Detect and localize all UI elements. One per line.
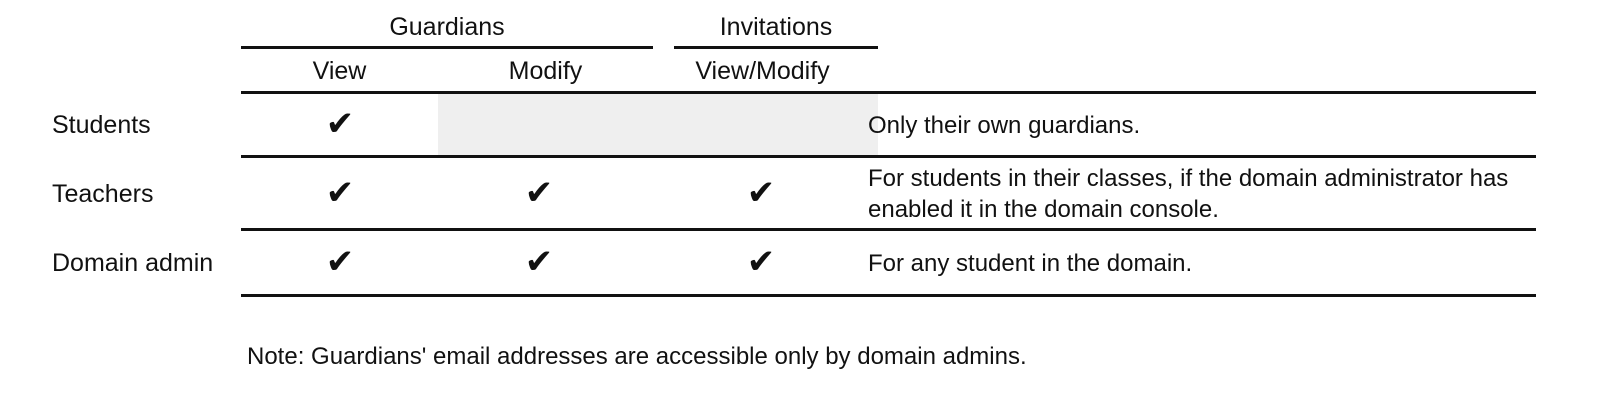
table-rule-2	[241, 228, 1536, 231]
shaded-not-applicable-cell	[438, 94, 878, 155]
column-header-view-modify: View/Modify	[695, 57, 830, 85]
group-header-invitations: Invitations	[719, 13, 833, 41]
table-rule-bottom	[241, 294, 1536, 297]
footnote: Note: Guardians' email addresses are acc…	[247, 343, 1027, 370]
check-domain-admin-view-modify: ✔	[746, 242, 776, 282]
row-label-teachers: Teachers	[52, 180, 154, 208]
table-rule-1	[241, 155, 1536, 158]
group-header-guardians: Guardians	[389, 13, 505, 41]
row-label-domain-admin: Domain admin	[52, 249, 214, 277]
table-rule-top	[241, 91, 1536, 94]
group-header-invitations-rule	[674, 46, 878, 49]
check-domain-admin-view: ✔	[325, 242, 355, 282]
note-students: Only their own guardians.	[868, 112, 1141, 139]
column-header-view: View	[312, 57, 367, 85]
check-teachers-view-modify: ✔	[746, 173, 776, 213]
note-domain-admin: For any student in the domain.	[868, 250, 1193, 277]
note-teachers: For students in their classes, if the do…	[868, 165, 1509, 223]
check-teachers-modify: ✔	[524, 173, 554, 213]
check-students-view: ✔	[325, 104, 355, 144]
column-header-modify: Modify	[508, 57, 583, 85]
check-domain-admin-modify: ✔	[524, 242, 554, 282]
group-header-guardians-rule	[241, 46, 653, 49]
check-teachers-view: ✔	[325, 173, 355, 213]
row-label-students: Students	[52, 111, 151, 139]
